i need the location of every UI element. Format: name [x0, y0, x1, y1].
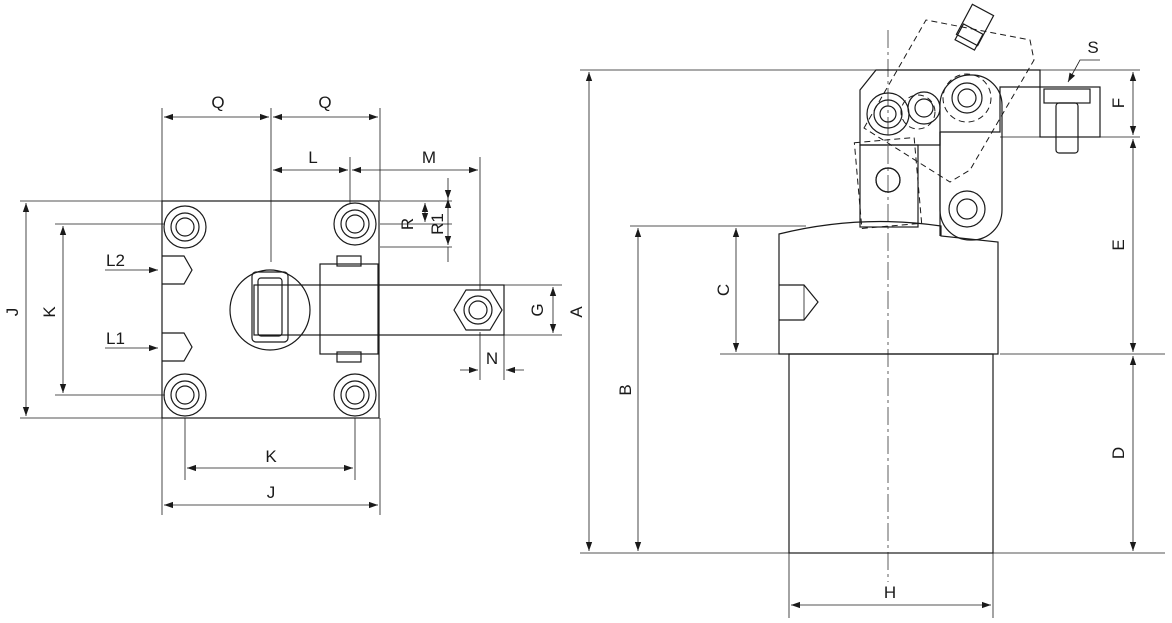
dim-label-h: H [884, 583, 896, 602]
top-view: Q Q L M R R1 L2 L1 J K G N K J [3, 93, 562, 515]
base-plate [161, 200, 380, 419]
side-view: A B C S F E D H [567, 3, 1165, 618]
dim-label-q-right: Q [318, 93, 331, 112]
side-port [779, 284, 819, 321]
phantom-bolt [955, 3, 995, 47]
dim-label-q-left: Q [211, 93, 224, 112]
dim-label-e: E [1109, 239, 1128, 250]
arm-link [939, 74, 1003, 241]
cylinder-body [788, 353, 994, 554]
dim-label-s: S [1087, 38, 1098, 57]
dim-label-f: F [1109, 98, 1128, 108]
clamp-arm [253, 284, 505, 336]
dim-label-n: N [486, 349, 498, 368]
arm-end-bolt [1055, 102, 1079, 154]
dim-label-g: G [528, 303, 547, 316]
dim-label-b: B [616, 384, 635, 395]
dim-label-j-vertical: J [3, 308, 22, 317]
dim-label-j-horizontal: J [267, 483, 276, 502]
dim-label-l1: L1 [106, 329, 125, 348]
dim-label-k-horizontal: K [265, 447, 277, 466]
dim-label-l2: L2 [106, 251, 125, 270]
port-l2 [162, 255, 193, 285]
pivot-housing [229, 269, 311, 351]
mounting-bolt-bottom-left [163, 373, 207, 417]
dim-label-c: C [714, 284, 733, 296]
mounting-bolt-top-right [333, 202, 377, 246]
dim-label-k-vertical: K [40, 306, 59, 318]
dim-label-l: L [308, 148, 317, 167]
mounting-bolt-bottom-right [333, 373, 377, 417]
pivot-roller [251, 271, 289, 343]
arm-end-block [1039, 86, 1101, 138]
piston-rod-head [859, 144, 919, 228]
arm-phantom [863, 19, 1035, 183]
dim-label-r: R [398, 218, 417, 230]
dim-label-m: M [422, 148, 436, 167]
arm-link-block [319, 263, 379, 355]
upper-clevis [859, 69, 1041, 146]
hex-nut [453, 289, 503, 331]
arm-end-nut [1043, 88, 1091, 104]
dim-label-d: D [1109, 447, 1128, 459]
mounting-bolt-top-left [163, 205, 207, 249]
port-l1 [162, 332, 193, 362]
dim-label-r1: R1 [428, 213, 447, 235]
flange-housing [778, 220, 999, 355]
dim-label-a: A [567, 306, 586, 318]
